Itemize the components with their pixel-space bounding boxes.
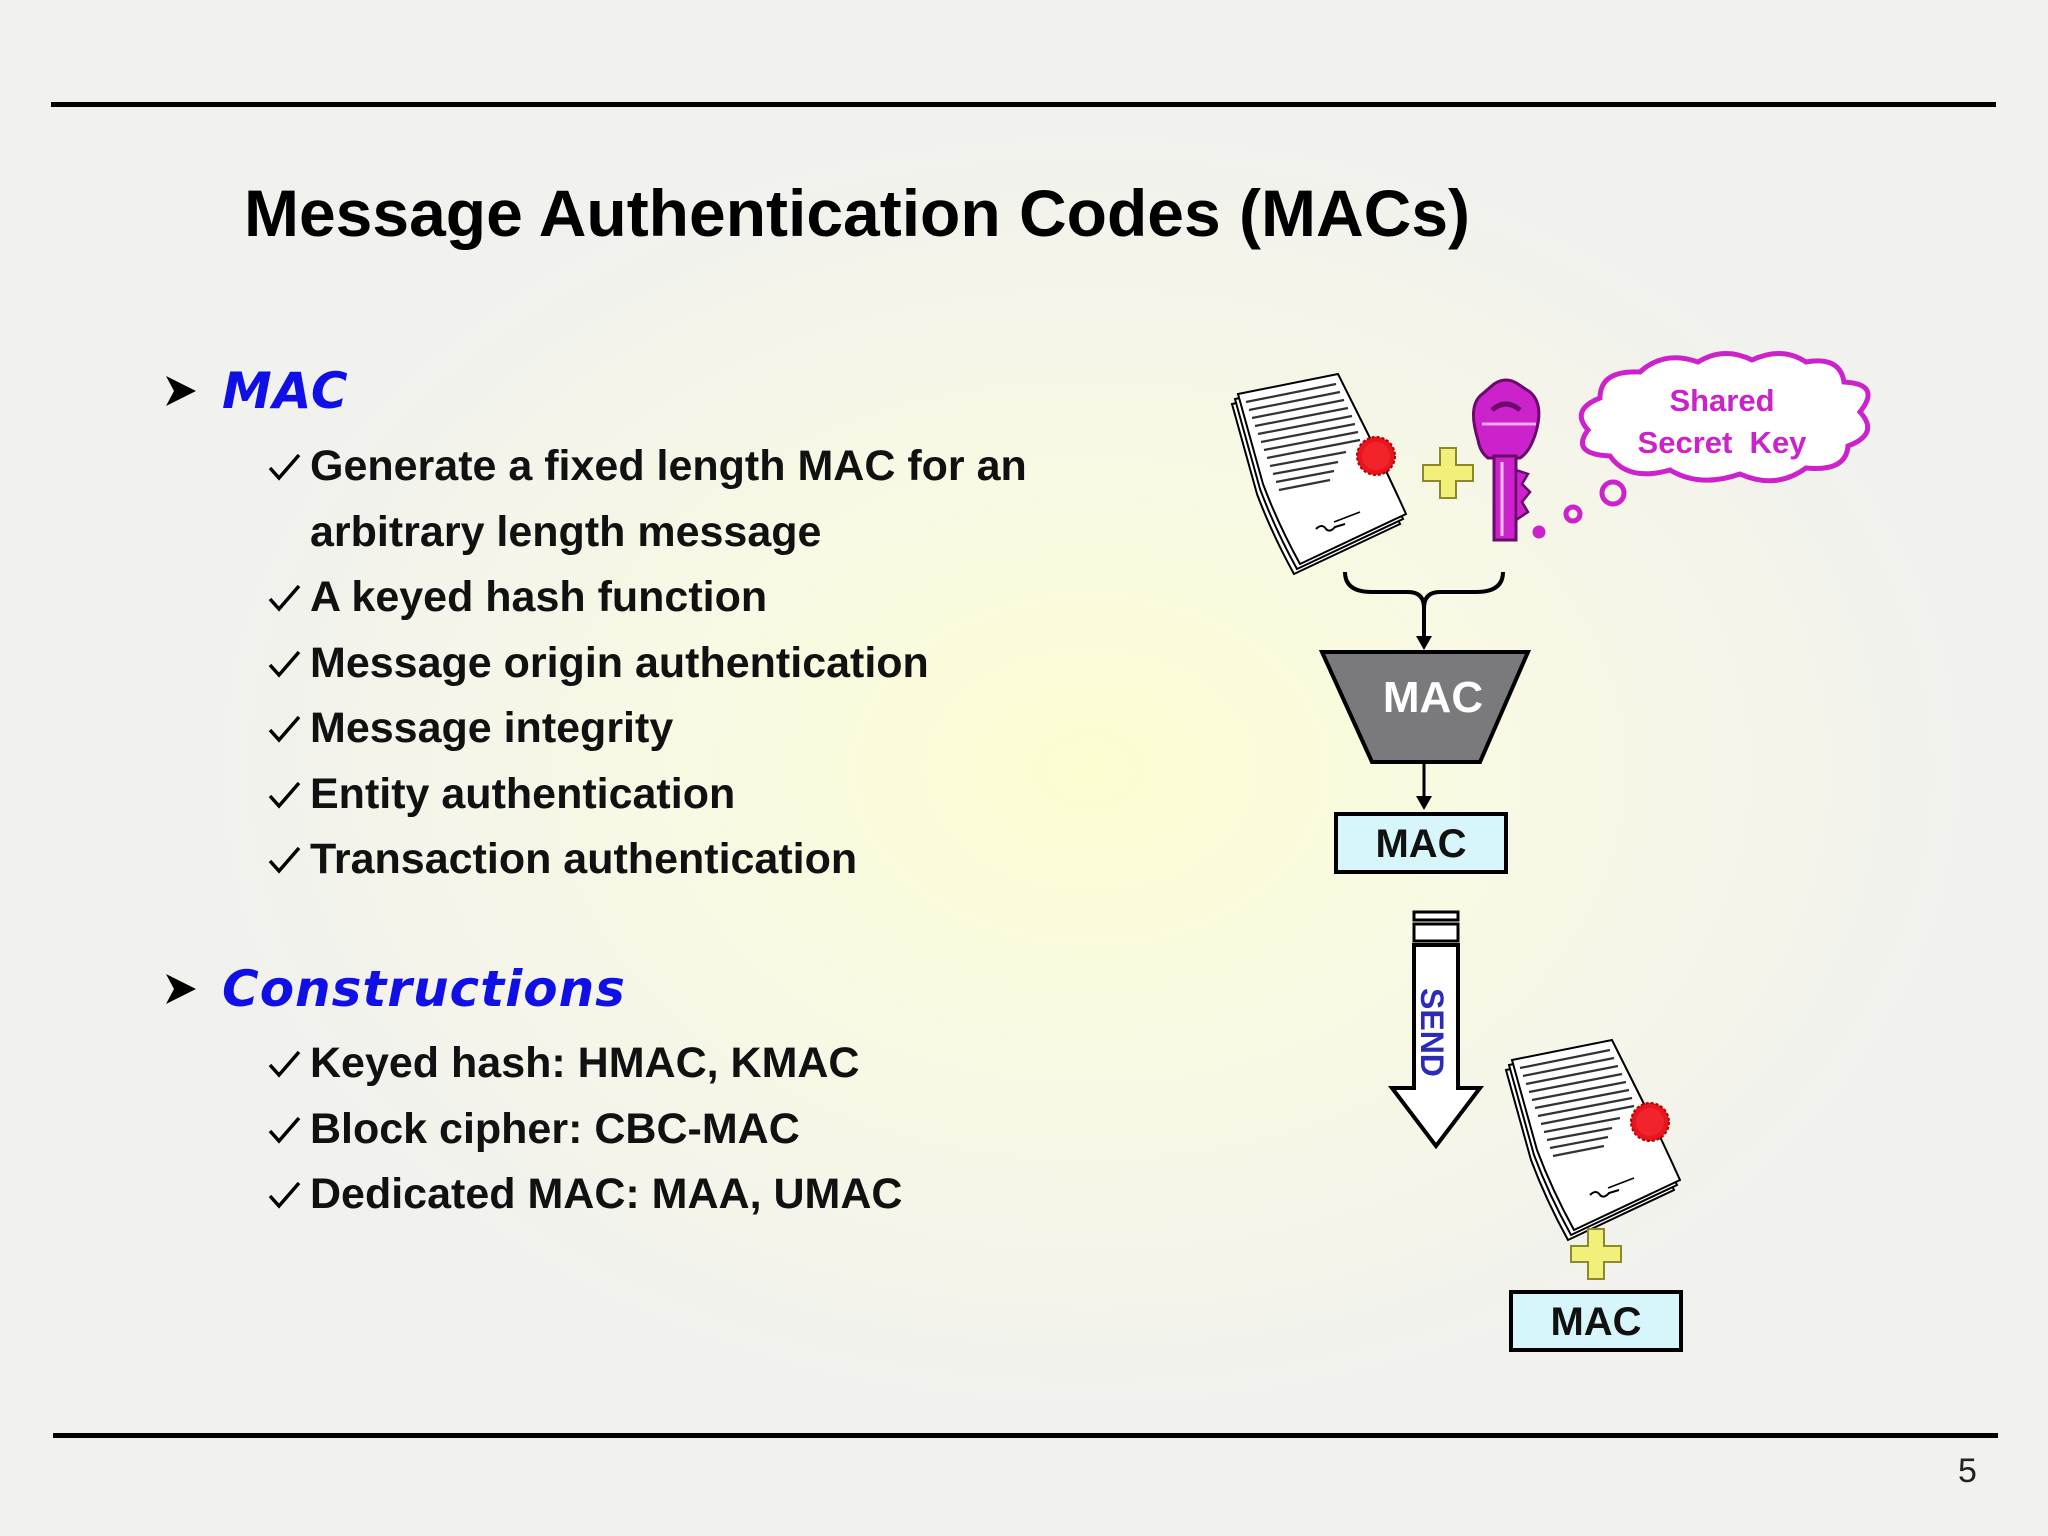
cloud-text-line2: Secret Key xyxy=(1638,425,1808,460)
arrow-bullet-icon xyxy=(166,376,196,406)
received-mac-box: MAC xyxy=(1509,1290,1683,1352)
key-icon xyxy=(1472,378,1541,542)
list-item-text: Entity authentication xyxy=(310,769,736,818)
check-icon xyxy=(268,584,301,612)
send-label: SEND xyxy=(1414,988,1450,1077)
list-item: Message origin authentication xyxy=(268,631,1190,697)
mac-bullet-list: Generate a fixed length MAC for an arbit… xyxy=(268,434,1190,893)
list-item-text: Generate a fixed length MAC for an arbit… xyxy=(310,442,1027,556)
list-item-text: Message integrity xyxy=(310,704,674,752)
send-arrow-icon: SEND xyxy=(1387,910,1485,1150)
page-title: Message Authentication Codes (MACs) xyxy=(244,176,1471,250)
document-stack-icon xyxy=(1230,372,1408,576)
list-item-text: Message origin authentication xyxy=(310,638,929,687)
list-item: Keyed hash: HMAC, KMAC xyxy=(268,1031,1190,1097)
output-arrowhead xyxy=(1416,796,1432,810)
list-item: Dedicated MAC: MAA, UMAC xyxy=(268,1162,1190,1228)
check-icon xyxy=(268,1050,301,1078)
list-item: Block cipher: CBC-MAC xyxy=(268,1097,1190,1163)
combine-brace xyxy=(1343,571,1505,640)
thought-bubbles xyxy=(1532,479,1627,539)
section-heading-mac: MAC xyxy=(164,362,349,420)
section-heading-label: Constructions xyxy=(222,960,626,1018)
constructions-bullet-list: Keyed hash: HMAC, KMAC Block cipher: CBC… xyxy=(268,1031,1190,1228)
list-item: Generate a fixed length MAC for an arbit… xyxy=(268,434,1190,565)
list-item-text: Transaction authentication xyxy=(310,835,858,883)
section-heading-constructions: Constructions xyxy=(164,960,626,1018)
list-item: Transaction authentication xyxy=(268,827,1190,893)
list-item: A keyed hash function xyxy=(268,565,1190,631)
list-item-text: A keyed hash function xyxy=(310,573,768,621)
thought-cloud-icon: Shared Secret Key xyxy=(1578,351,1871,484)
check-icon xyxy=(268,1116,301,1144)
mac-function-block: MAC xyxy=(1318,650,1532,764)
list-item: Entity authentication xyxy=(268,762,1190,828)
mac-output-label: MAC xyxy=(1375,822,1466,866)
check-icon xyxy=(268,1181,301,1209)
mac-output-box: MAC xyxy=(1334,812,1508,874)
check-icon xyxy=(268,846,301,874)
list-item-text: Block cipher: CBC-MAC xyxy=(310,1104,800,1153)
list-item-text: Dedicated MAC: MAA, UMAC xyxy=(310,1170,903,1218)
arrow-bullet-icon xyxy=(166,974,196,1004)
page-number: 5 xyxy=(1958,1452,1977,1490)
document-stack-icon xyxy=(1504,1038,1682,1242)
check-icon xyxy=(268,781,301,809)
check-icon xyxy=(268,453,301,481)
list-item-text: Keyed hash: HMAC, KMAC xyxy=(310,1039,860,1087)
top-rule xyxy=(51,102,1996,107)
check-icon xyxy=(268,650,301,678)
check-icon xyxy=(268,715,301,743)
mac-function-label: MAC xyxy=(1383,673,1483,722)
list-item: Message integrity xyxy=(268,696,1190,762)
received-mac-label: MAC xyxy=(1550,1300,1641,1344)
brace-arrowhead xyxy=(1416,636,1432,650)
section-heading-label: MAC xyxy=(222,362,349,420)
bottom-rule xyxy=(53,1433,1998,1438)
plus-icon xyxy=(1570,1228,1622,1280)
cloud-text-line1: Shared xyxy=(1669,383,1774,418)
plus-icon xyxy=(1422,447,1474,499)
